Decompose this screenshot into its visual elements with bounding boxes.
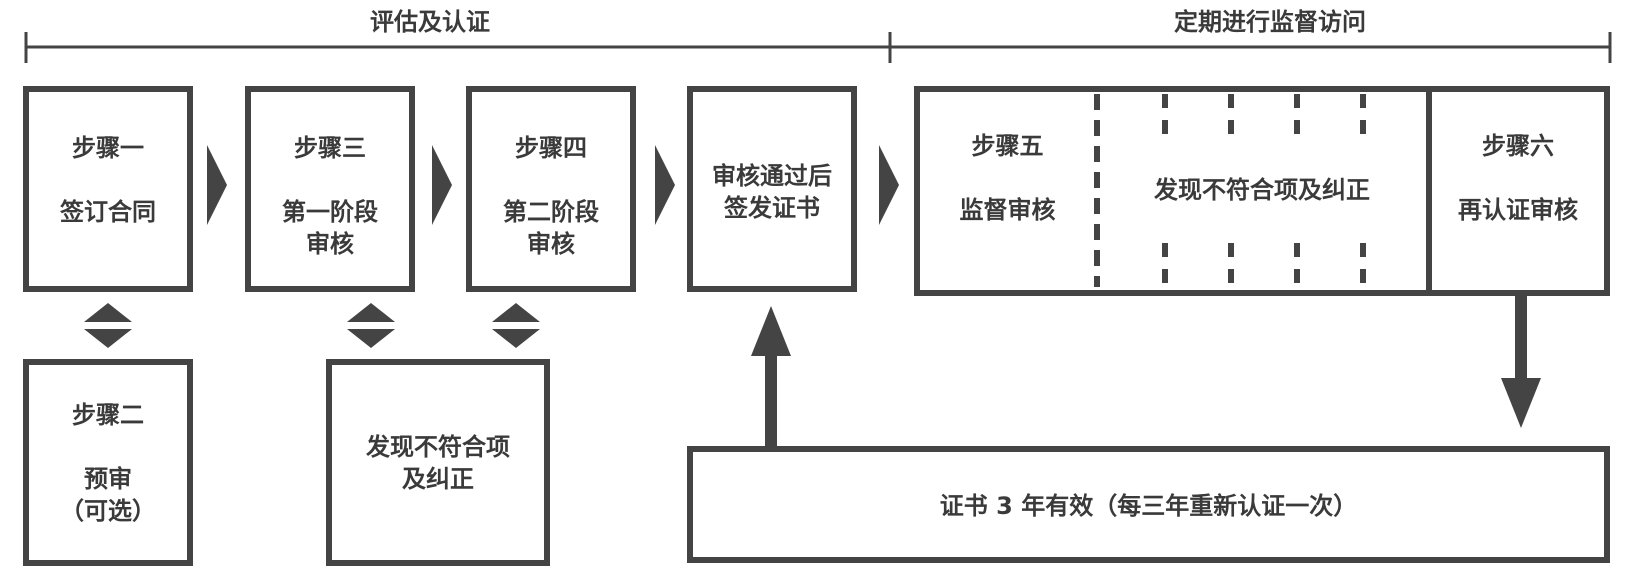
- step3-box: 步骤三 第一阶段 审核: [245, 86, 415, 292]
- certificate-validity-text: 证书 3 年有效（每三年重新认证一次）: [939, 492, 1358, 520]
- step3-label: 步骤三: [294, 134, 366, 162]
- arrow-right-3: [655, 145, 675, 225]
- step6-title: 再认证审核: [1458, 196, 1578, 224]
- step3-title-line1: 第一阶段: [282, 198, 378, 226]
- arrow-right-2: [432, 145, 452, 225]
- surveillance-nonconformity: 发现不符合项及纠正: [1154, 176, 1370, 204]
- step5-title: 监督审核: [959, 196, 1056, 224]
- arrow-right-4: [879, 145, 899, 225]
- bidirectional-arrow-step1-step2: [84, 303, 132, 348]
- certificate-issue-line1: 审核通过后: [712, 162, 832, 190]
- nonconformity-line2: 及纠正: [402, 465, 474, 493]
- certificate-issue-box: 审核通过后 签发证书: [687, 86, 857, 292]
- nonconformity-line1: 发现不符合项: [366, 433, 510, 461]
- step1-box: 步骤一 签订合同: [23, 86, 193, 292]
- arrow-up-to-issue: [751, 306, 791, 448]
- step2-title: 预审: [84, 465, 132, 493]
- surveillance-dividers: [1094, 90, 1432, 290]
- arrow-down-from-step6: [1501, 292, 1541, 428]
- arrow-right-1: [207, 145, 227, 225]
- phase-header-assessment: 评估及认证: [370, 8, 490, 36]
- step1-title: 签订合同: [60, 198, 156, 226]
- step2-box: 步骤二 预审 （可选）: [23, 359, 193, 566]
- surveillance-bracket: [890, 32, 1612, 63]
- surveillance-box: [914, 86, 1610, 296]
- step2-label: 步骤二: [72, 401, 144, 429]
- certificate-issue-line2: 签发证书: [724, 194, 820, 222]
- bidirectional-arrow-step3-nc: [347, 303, 395, 348]
- step4-title-line2: 审核: [527, 230, 575, 258]
- step5-label: 步骤五: [971, 132, 1044, 160]
- step3-title-line2: 审核: [306, 230, 354, 258]
- step4-title-line1: 第二阶段: [503, 198, 599, 226]
- nonconformity-box: 发现不符合项 及纠正: [326, 359, 550, 566]
- step4-label: 步骤四: [515, 134, 587, 162]
- phase-header-surveillance: 定期进行监督访问: [1174, 8, 1366, 36]
- bidirectional-arrow-step4-nc: [492, 303, 540, 348]
- step1-label: 步骤一: [72, 134, 144, 162]
- certificate-validity-box: 证书 3 年有效（每三年重新认证一次）: [687, 446, 1610, 563]
- step4-box: 步骤四 第二阶段 审核: [466, 86, 636, 292]
- step6-label: 步骤六: [1482, 132, 1554, 160]
- step2-note: （可选）: [60, 497, 156, 525]
